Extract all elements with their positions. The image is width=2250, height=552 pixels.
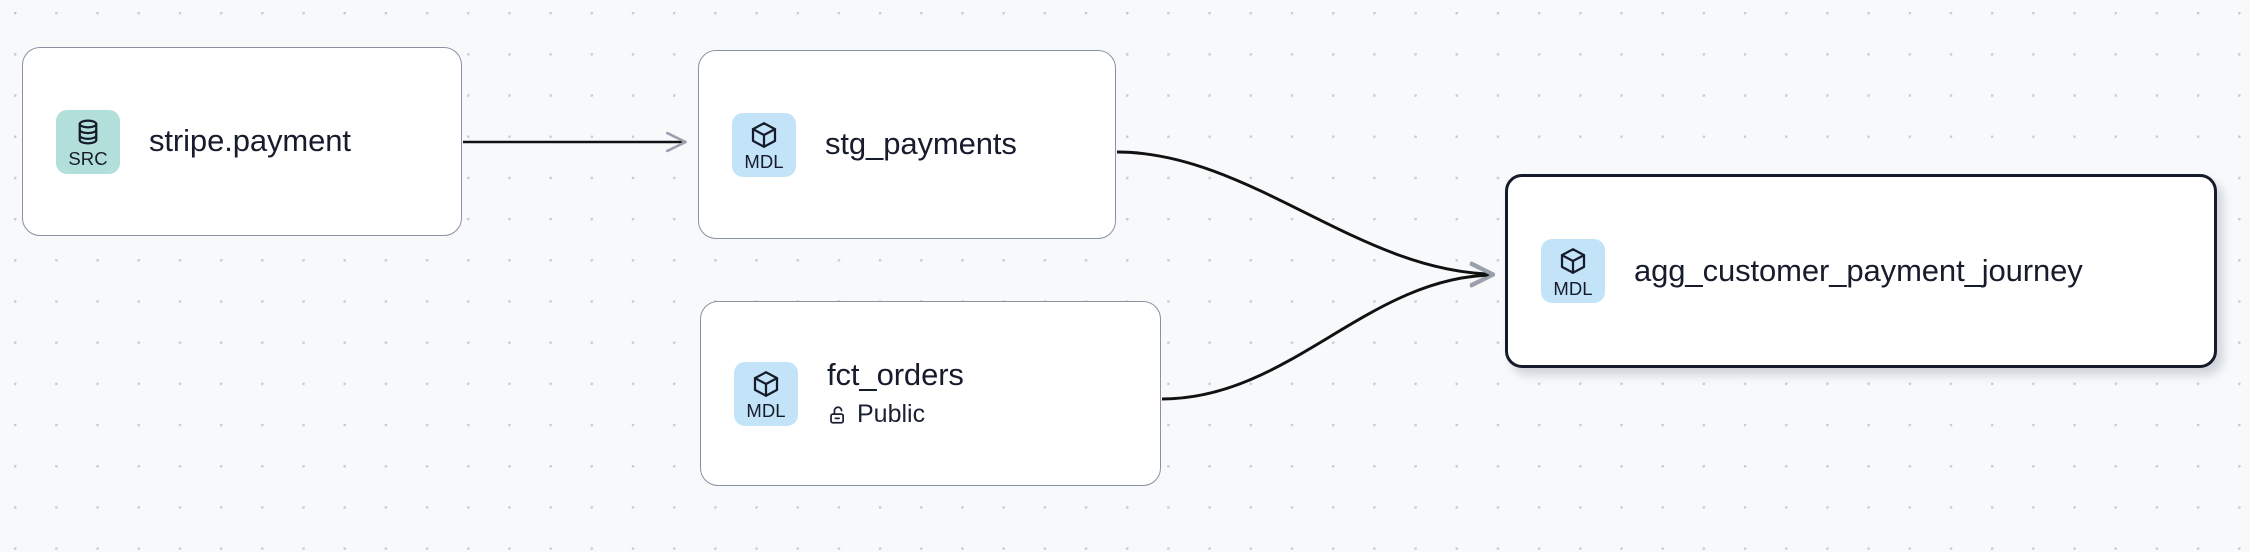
node-type-badge-label: MDL [744, 151, 784, 172]
node-title: fct_orders [827, 357, 964, 393]
node-body: stripe.payment [149, 123, 351, 159]
node-visibility-label: Public [857, 400, 926, 429]
lineage-node-stripe-payment[interactable]: SRC stripe.payment [22, 47, 462, 236]
database-icon [73, 117, 103, 147]
node-type-badge-mdl: MDL [1541, 239, 1605, 303]
lineage-node-fct-orders[interactable]: MDL fct_orders Public [700, 301, 1161, 486]
unlock-icon [827, 404, 849, 426]
cube-icon [1558, 246, 1588, 276]
node-body: agg_customer_payment_journey [1634, 252, 2083, 289]
edge-fct-to-agg [1161, 262, 1496, 401]
node-type-badge-src: SRC [56, 109, 120, 174]
node-title: stg_payments [825, 126, 1017, 162]
node-visibility: Public [827, 401, 964, 429]
node-type-badge-mdl: MDL [732, 112, 796, 177]
edge-stg-to-agg [1116, 150, 1496, 287]
node-type-badge-mdl: MDL [734, 361, 798, 426]
cube-icon [751, 369, 781, 399]
node-type-badge-label: SRC [68, 148, 108, 169]
node-title: stripe.payment [149, 123, 351, 159]
node-body: stg_payments [825, 126, 1017, 162]
node-body: fct_orders Public [827, 358, 964, 428]
node-title: agg_customer_payment_journey [1634, 252, 2083, 288]
node-type-badge-label: MDL [1553, 277, 1593, 299]
cube-icon [749, 120, 779, 150]
lineage-node-agg-customer-payment-journey[interactable]: MDL agg_customer_payment_journey [1505, 174, 2217, 368]
node-type-badge-label: MDL [746, 400, 786, 421]
lineage-node-stg-payments[interactable]: MDL stg_payments [698, 50, 1116, 239]
